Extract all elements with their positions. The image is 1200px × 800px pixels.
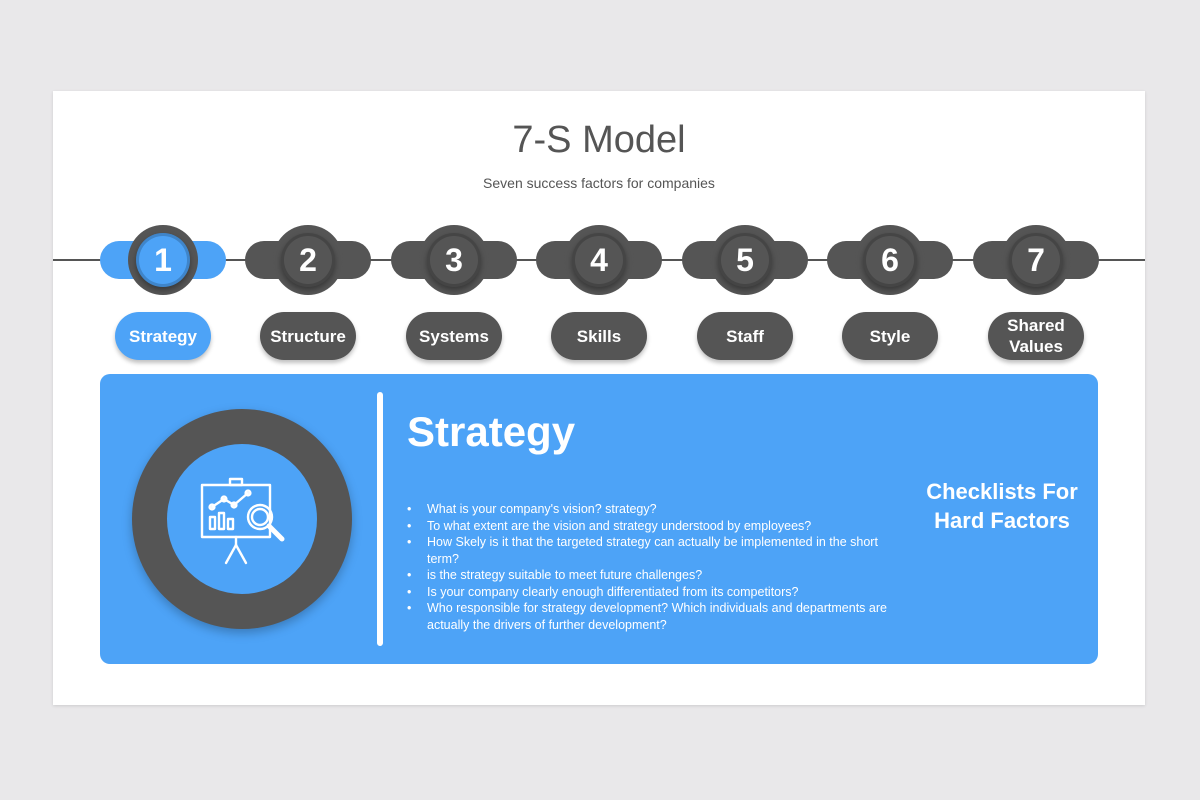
label-strategy[interactable]: Strategy <box>115 312 211 360</box>
label-skills[interactable]: Skills <box>551 312 647 360</box>
step-1[interactable]: 1 <box>100 225 226 295</box>
step-number: 7 <box>1009 233 1063 287</box>
label-shared-values[interactable]: Shared Values <box>988 312 1084 360</box>
detail-panel: Strategy What is your company's vision? … <box>100 374 1098 664</box>
panel-title: Strategy <box>407 408 576 455</box>
checklist-item: What is your company's vision? strategy? <box>407 501 887 518</box>
slide-subtitle: Seven success factors for companies <box>483 175 715 191</box>
step-number: 4 <box>572 233 626 287</box>
checklist: What is your company's vision? strategy?… <box>407 501 887 633</box>
step-number: 5 <box>718 233 772 287</box>
checklist-item: Who responsible for strategy development… <box>407 600 887 633</box>
label-staff[interactable]: Staff <box>697 312 793 360</box>
slide-title: 7-S Model <box>512 119 686 161</box>
step-number: 2 <box>281 233 335 287</box>
label-style[interactable]: Style <box>842 312 938 360</box>
icon-ring <box>132 409 352 629</box>
icon-circle <box>167 444 317 594</box>
step-6[interactable]: 6 <box>827 225 953 295</box>
checklist-item: is the strategy suitable to meet future … <box>407 567 887 584</box>
label-structure[interactable]: Structure <box>260 312 356 360</box>
step-7[interactable]: 7 <box>973 225 1099 295</box>
slide: 7-S Model Seven success factors for comp… <box>53 91 1145 705</box>
step-number: 1 <box>136 233 190 287</box>
step-number: 3 <box>427 233 481 287</box>
hard-factors-label: Checklists For Hard Factors <box>926 479 1078 533</box>
step-2[interactable]: 2 <box>245 225 371 295</box>
step-5[interactable]: 5 <box>682 225 808 295</box>
checklist-item: Is your company clearly enough different… <box>407 584 887 601</box>
label-systems[interactable]: Systems <box>406 312 502 360</box>
step-3[interactable]: 3 <box>391 225 517 295</box>
step-number: 6 <box>863 233 917 287</box>
step-4[interactable]: 4 <box>536 225 662 295</box>
panel-divider <box>377 392 383 646</box>
presentation-analytics-icon <box>200 477 285 565</box>
checklist-item: How Skely is it that the targeted strate… <box>407 534 887 567</box>
checklist-item: To what extent are the vision and strate… <box>407 518 887 535</box>
